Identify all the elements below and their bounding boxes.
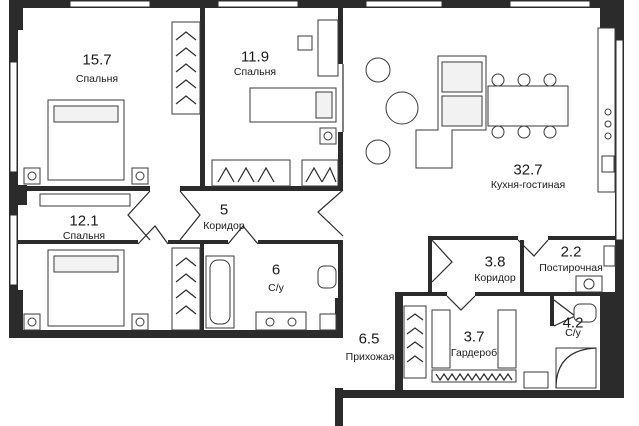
kitchen-counter xyxy=(597,27,616,193)
windows xyxy=(9,0,624,286)
bedroom-3-name: Спальня xyxy=(62,229,106,242)
hall-area: 6.5 xyxy=(358,330,380,348)
bedroom-3-area: 12.1 xyxy=(69,212,99,230)
armchairs xyxy=(365,57,419,165)
wardrobe-bedroom-2 xyxy=(211,159,339,187)
bed-bedroom-2 xyxy=(249,87,337,145)
washing-machine xyxy=(575,245,616,293)
sinks-bath-1 xyxy=(255,265,337,331)
desk-bedroom-2 xyxy=(297,19,339,77)
inner-walls xyxy=(18,8,615,334)
bed-bedroom-1 xyxy=(23,99,149,185)
laundry-name: Постирочная xyxy=(539,261,603,274)
bed-bedroom-3 xyxy=(23,249,149,331)
bedroom-1-area: 15.7 xyxy=(82,51,112,69)
dining-table xyxy=(487,73,569,139)
bathtub xyxy=(205,255,235,329)
bedroom-1-name: Спальня xyxy=(75,72,119,85)
wardrobe-area: 3.7 xyxy=(463,328,485,346)
bath-2-name: С/у xyxy=(565,326,581,339)
wardrobe-bedroom-3 xyxy=(171,247,201,331)
kitchen-name: Кухня-гостиная xyxy=(490,178,566,191)
bath-1-name: С/у xyxy=(268,281,284,294)
laundry-area: 2.2 xyxy=(560,243,582,261)
shower-bath-2 xyxy=(523,303,597,389)
corridor-1-name: Коридор xyxy=(203,219,245,232)
corridor-2-name: Коридор xyxy=(474,271,516,284)
bedroom-2-name: Спальня xyxy=(233,65,277,78)
corridor-1-area: 5 xyxy=(219,201,229,219)
corridor-2-area: 3.8 xyxy=(484,253,506,271)
hall-name: Прихожая xyxy=(345,350,395,363)
wardrobe-name: Гардероб xyxy=(450,346,498,359)
kitchen-area: 32.7 xyxy=(513,161,543,179)
doors xyxy=(127,64,577,327)
shelf-bedroom-3 xyxy=(39,193,131,207)
wardrobe-bedroom-1 xyxy=(171,21,201,115)
bath-1-area: 6 xyxy=(271,261,281,279)
bath-2-area: 4.2 xyxy=(562,314,584,332)
bedroom-2-area: 11.9 xyxy=(240,48,270,66)
sofa xyxy=(415,55,487,169)
wardrobe-room-shelves xyxy=(403,305,517,383)
